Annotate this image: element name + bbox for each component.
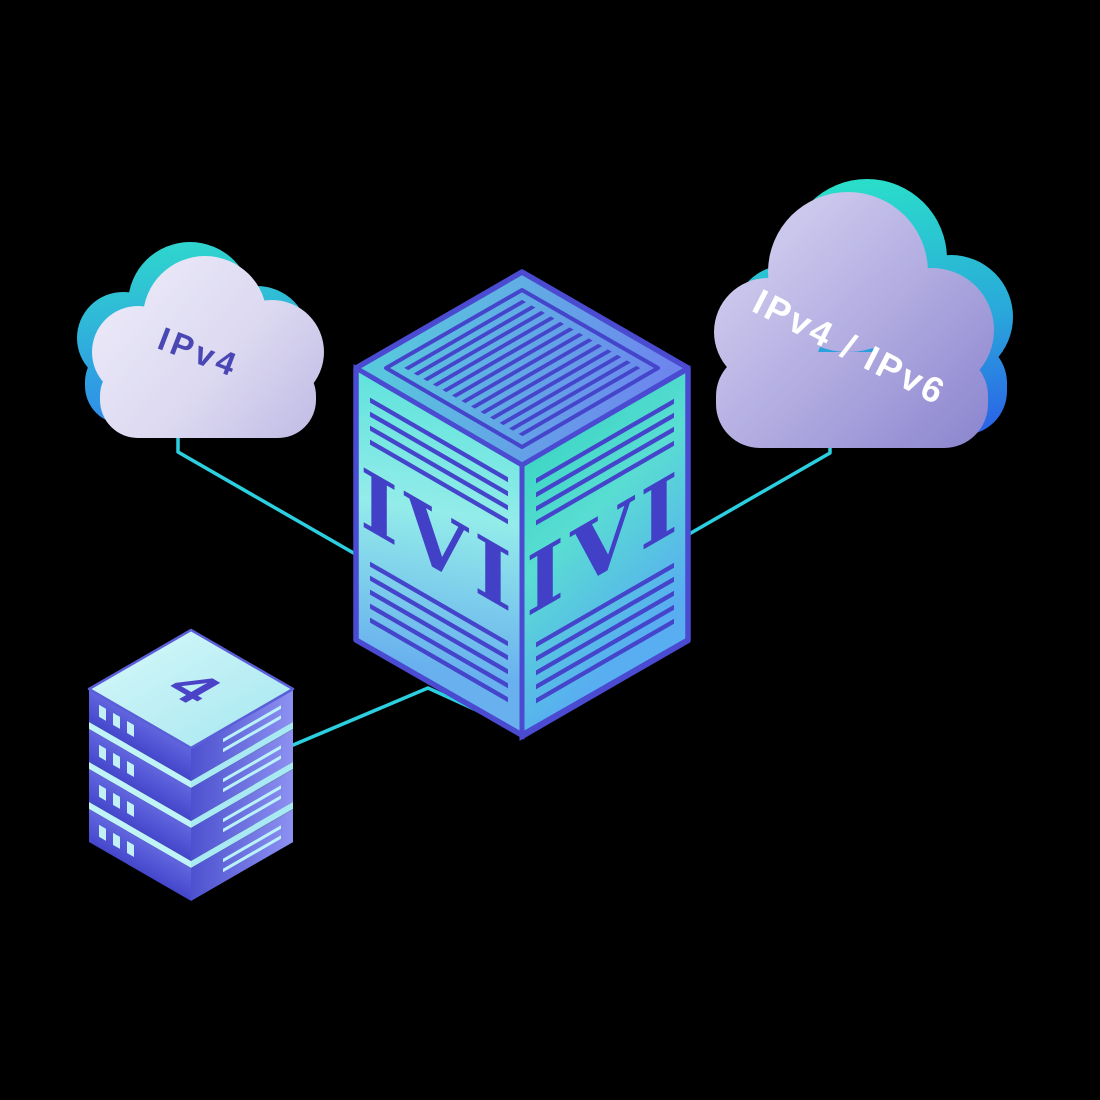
ipv4-cloud: IPv4	[77, 242, 324, 438]
server-led-dots	[99, 824, 134, 857]
server-ledge-left	[89, 762, 191, 828]
server-led-dots	[99, 784, 134, 817]
server-led-dots	[99, 704, 134, 737]
server-ledge-left	[89, 722, 191, 788]
dual-stack-cloud: IPv4 / IPv6	[714, 179, 1013, 448]
server-vent-slots	[223, 825, 281, 873]
server-vent-slots	[223, 785, 281, 833]
cube-left-face-stripes	[370, 397, 508, 703]
server-ledge-right	[191, 722, 293, 788]
cube-right-face-stripes	[536, 398, 674, 704]
server-vent-slots	[223, 705, 281, 753]
server-stack-top-face	[87, 628, 295, 750]
server-ledge-right	[191, 762, 293, 828]
server-tier-left-face	[89, 689, 191, 781]
cube-right-face: IVI	[519, 365, 691, 741]
server-ledge-right	[191, 802, 293, 868]
dual-stack-cloud-body	[714, 192, 994, 448]
cube-top-face-stripes	[404, 299, 641, 437]
server-tier-right-face	[191, 729, 293, 821]
server-tier-right-face	[191, 809, 293, 901]
server-tier-left-face	[89, 769, 191, 861]
server-tier-left-face	[89, 729, 191, 821]
cube-outline	[353, 269, 691, 738]
ivi-translator-cube: IVI IVI	[353, 269, 691, 741]
server-tier-left-face	[89, 809, 191, 901]
server-tier-right-face	[191, 689, 293, 781]
server-vent-slots	[223, 745, 281, 793]
server-stack-icon: 4	[87, 628, 295, 901]
server-ledge-left	[89, 802, 191, 868]
server-tier-right-face	[191, 769, 293, 861]
server-led-dots	[99, 744, 134, 777]
cube-top-face-inner-border	[384, 288, 660, 449]
ipv4-cloud-body	[92, 256, 324, 438]
